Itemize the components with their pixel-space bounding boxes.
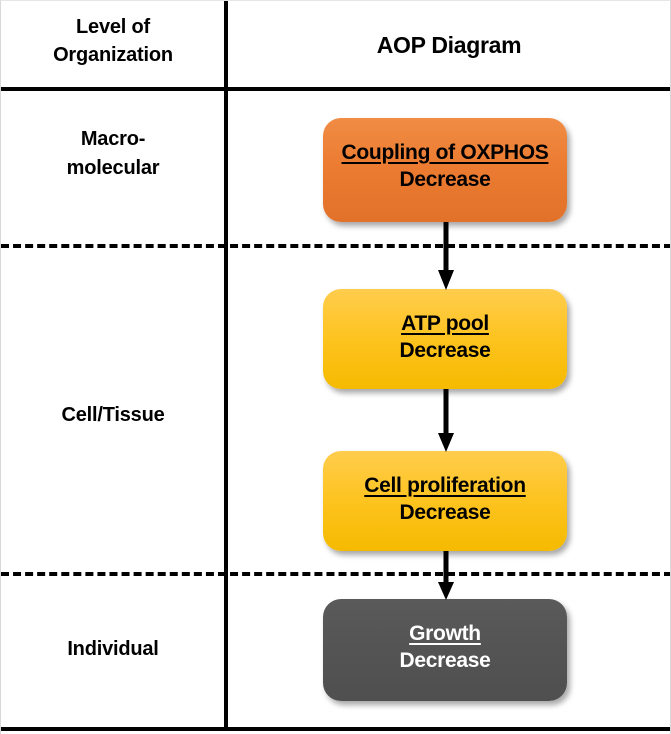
footer-divider-line [1,727,670,731]
level-label-macromolecular-line-2: molecular [66,157,160,179]
node-coupling-of-oxphos[interactable]: Coupling of OXPHOS Decrease [323,118,567,222]
level-label-individual: Individual [67,638,159,660]
arrow-atp-pool-to-cell-proliferation [438,389,454,452]
arrow-oxphos-to-atp-pool [438,222,454,290]
column-header-line-2: Organization [53,44,173,67]
node-direction-coupling-of-oxphos: Decrease [399,168,491,192]
node-title-coupling-of-oxphos: Coupling of OXPHOS [341,141,549,164]
node-atp-pool[interactable]: ATP pool Decrease [323,289,567,389]
level-divider-dashed-1 [1,244,670,248]
level-label-macromolecular: Macro- molecular [1,125,225,183]
column-header-level-of-organization: Level of Organization [1,13,225,70]
node-direction-atp-pool: Decrease [399,339,491,363]
node-direction-cell-proliferation: Decrease [399,501,491,525]
level-label-cell-tissue: Cell/Tissue [61,404,165,426]
node-cell-proliferation[interactable]: Cell proliferation Decrease [323,451,567,551]
level-label-macromolecular-line-1: Macro- [80,128,146,150]
node-title-atp-pool: ATP pool [401,312,489,335]
column-divider-line [224,1,228,731]
column-header-line-1: Level of [76,16,150,38]
node-direction-growth: Decrease [399,649,491,673]
level-divider-dashed-2 [1,572,670,576]
arrow-cell-proliferation-to-growth [438,551,454,600]
node-growth[interactable]: Growth Decrease [323,599,567,701]
node-title-growth: Growth [409,622,481,645]
header-divider-line [1,87,670,91]
column-header-aop-diagram: AOP Diagram [376,32,522,58]
node-title-cell-proliferation: Cell proliferation [364,474,526,497]
